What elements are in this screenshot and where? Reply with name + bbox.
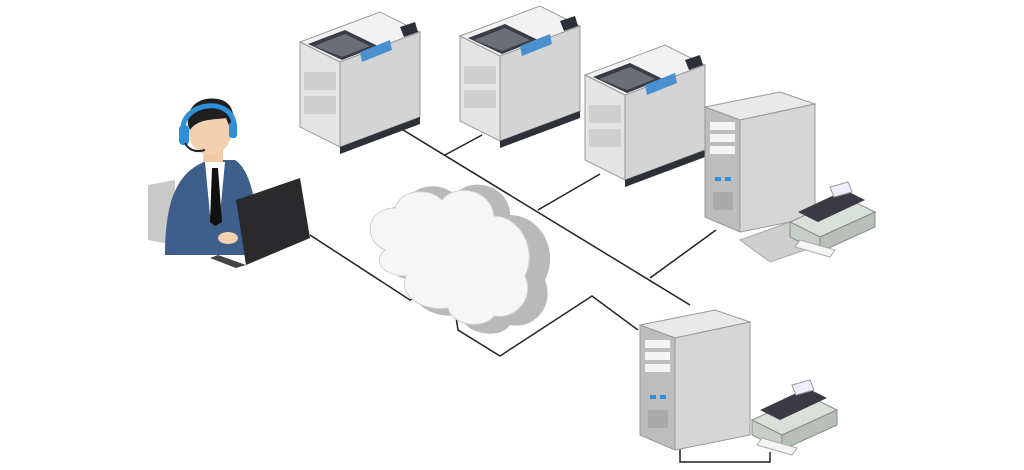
laptop-icon (210, 178, 310, 268)
tower-computer-icon-2 (639, 309, 751, 451)
line-copier2 (444, 134, 483, 156)
tower-computer-icon-1 (704, 91, 816, 233)
line-server1 (649, 229, 717, 279)
copier-icon-1 (299, 11, 421, 155)
printer-icon-2 (751, 379, 838, 456)
support-agent-icon (148, 98, 258, 255)
cloud-icon (369, 184, 551, 334)
line-server2-printer2 (679, 440, 771, 463)
copier-icon-3 (584, 44, 706, 188)
copier-icon-2 (459, 5, 581, 149)
line-copier3 (537, 173, 601, 211)
line-copier1-server2 (394, 124, 691, 306)
line-cloud-server2 (454, 295, 639, 357)
